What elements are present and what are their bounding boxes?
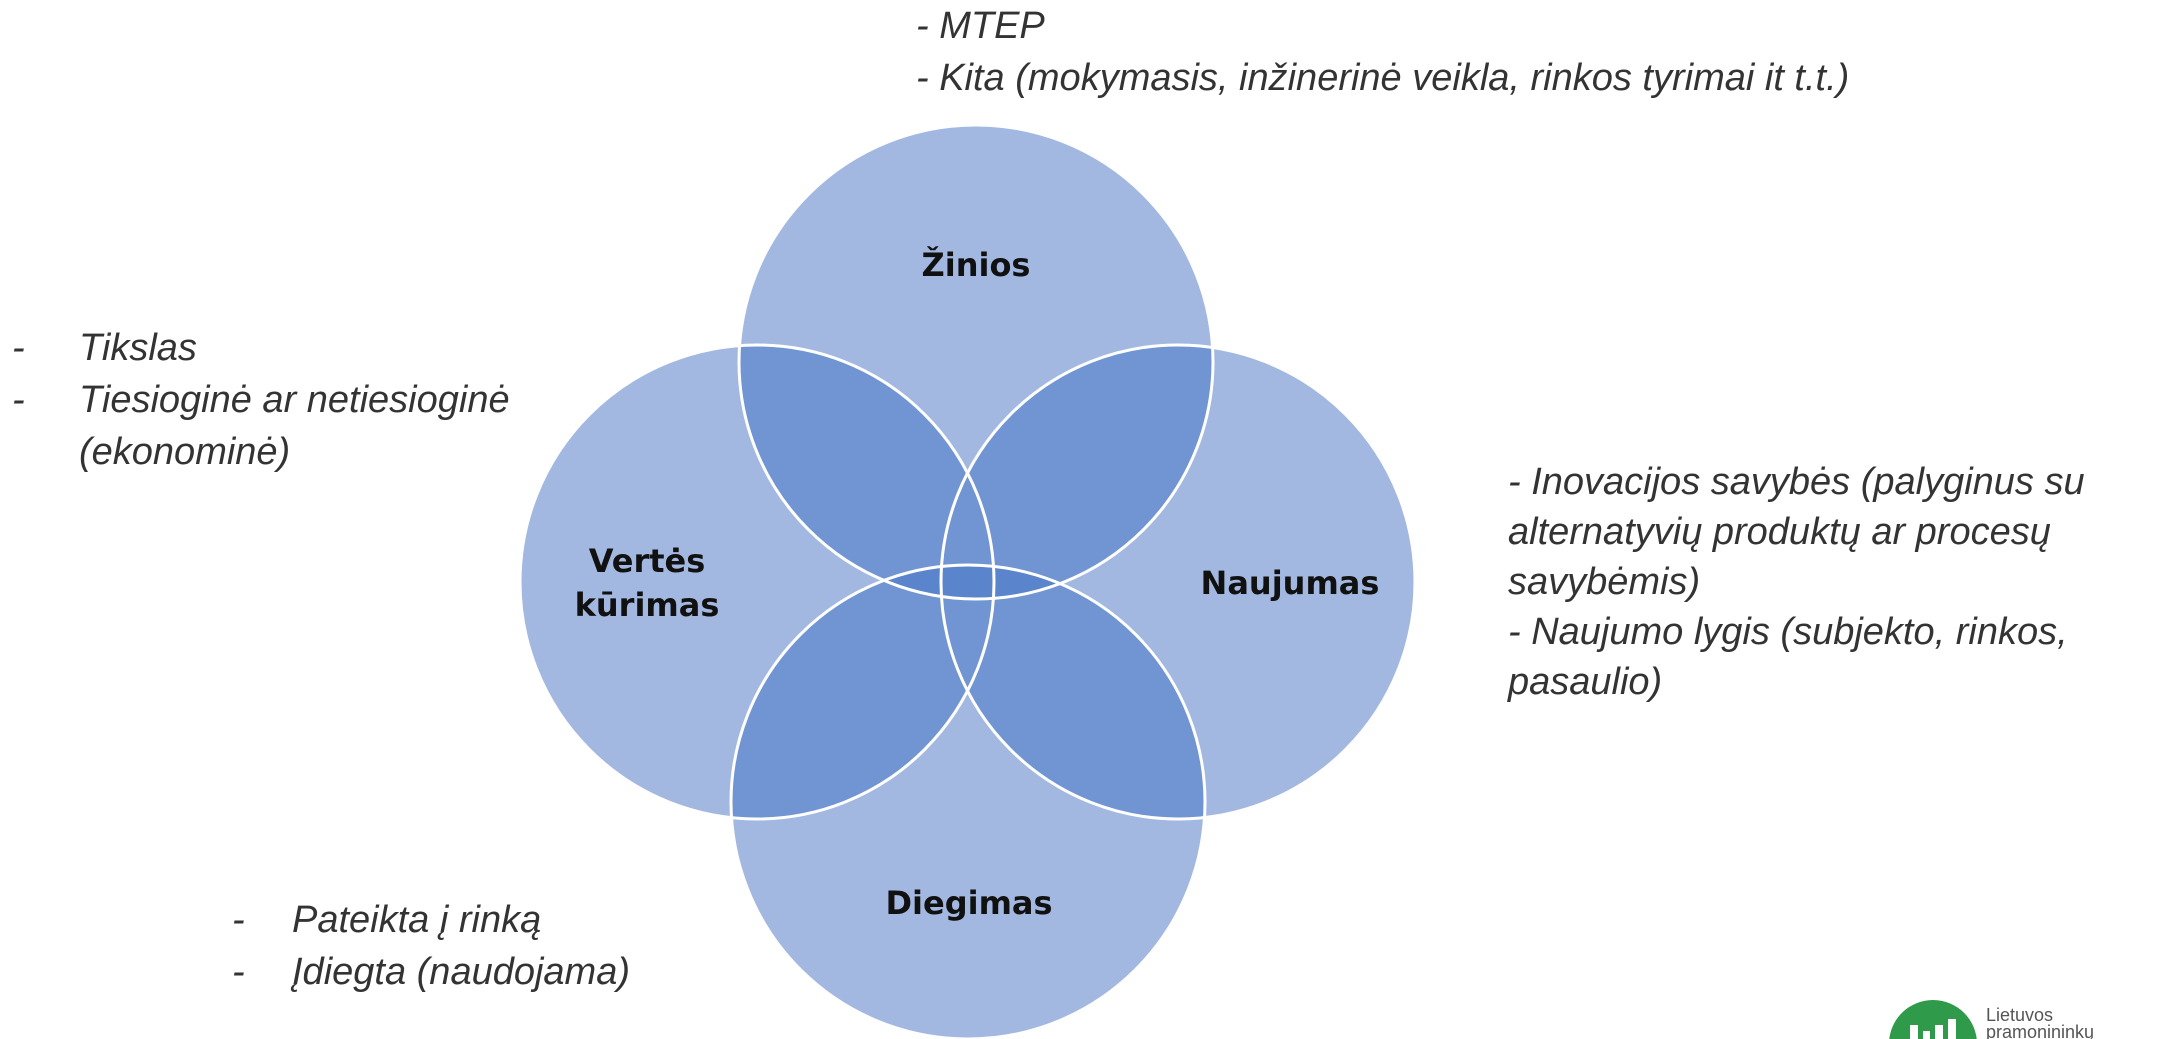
note-bottom-bullet-1: - Pateikta į rinką	[232, 894, 630, 946]
note-left-bullet-1: - Tikslas	[12, 322, 510, 374]
logo-text-line-2: pramonininkų	[1986, 1022, 2095, 1039]
note-bottom-text-2: Įdiegta (naudojama)	[292, 951, 630, 993]
note-right-line-3: savybėmis)	[1508, 561, 1701, 603]
logo-text-line-1: Lietuvos	[1986, 1005, 2054, 1025]
note-diegimas: - Pateikta į rinką - Įdiegta (naudojama)	[232, 894, 630, 998]
note-naujumas: - Inovacijos savybės (palyginus su alter…	[1508, 457, 2085, 707]
logo-text: Lietuvos pramonininkų	[1986, 1005, 2095, 1039]
label-vertes-kurimas: Vertės kūrimas	[575, 539, 720, 627]
note-left-continuation: (ekonominė)	[79, 431, 291, 473]
logo-mark-icon	[1889, 1000, 1977, 1039]
outline-naujumas	[939, 343, 1417, 821]
note-top-line-1: - MTEP	[916, 5, 1045, 47]
note-bottom-text-1: Pateikta į rinką	[292, 899, 542, 941]
note-left-dash-2: -	[12, 379, 25, 421]
note-vertes-kurimas: - Tikslas - Tiesioginė ar netiesioginė (…	[12, 322, 510, 478]
outline-diegimas	[729, 563, 1207, 1039]
note-right-line-4: - Naujumo lygis (subjekto, rinkos,	[1508, 611, 2068, 653]
note-right-line-2: alternatyvių produktų ar procesų	[1508, 511, 2051, 553]
logo: Lietuvos pramonininkų	[1888, 995, 2162, 1039]
label-naujumas: Naujumas	[1200, 564, 1380, 602]
note-top-line-2: - Kita (mokymasis, inžinerinė veikla, ri…	[916, 57, 1850, 99]
outline-vertes-kurimas	[518, 343, 996, 821]
label-ziniios: Žinios	[921, 246, 1031, 284]
note-right-line-5: pasaulio)	[1508, 661, 1663, 703]
note-left-bullet-2: - Tiesioginė ar netiesioginė	[12, 374, 510, 426]
outline-ziniios	[737, 123, 1215, 601]
label-vertes-line-1: Vertės	[588, 542, 706, 580]
note-bottom-dash-2: -	[232, 951, 245, 993]
note-right-line-1: - Inovacijos savybės (palyginus su	[1508, 461, 2085, 503]
note-left-dash-1: -	[12, 327, 25, 369]
note-bottom-bullet-2: - Įdiegta (naudojama)	[232, 946, 630, 998]
note-left-text-1: Tikslas	[79, 327, 197, 369]
note-bottom-dash-1: -	[232, 899, 245, 941]
label-diegimas: Diegimas	[885, 884, 1053, 922]
note-ziniios: - MTEP - Kita (mokymasis, inžinerinė vei…	[916, 0, 1849, 104]
label-vertes-line-2: kūrimas	[574, 586, 720, 624]
note-left-text-2: Tiesioginė ar netiesioginė	[79, 379, 510, 421]
